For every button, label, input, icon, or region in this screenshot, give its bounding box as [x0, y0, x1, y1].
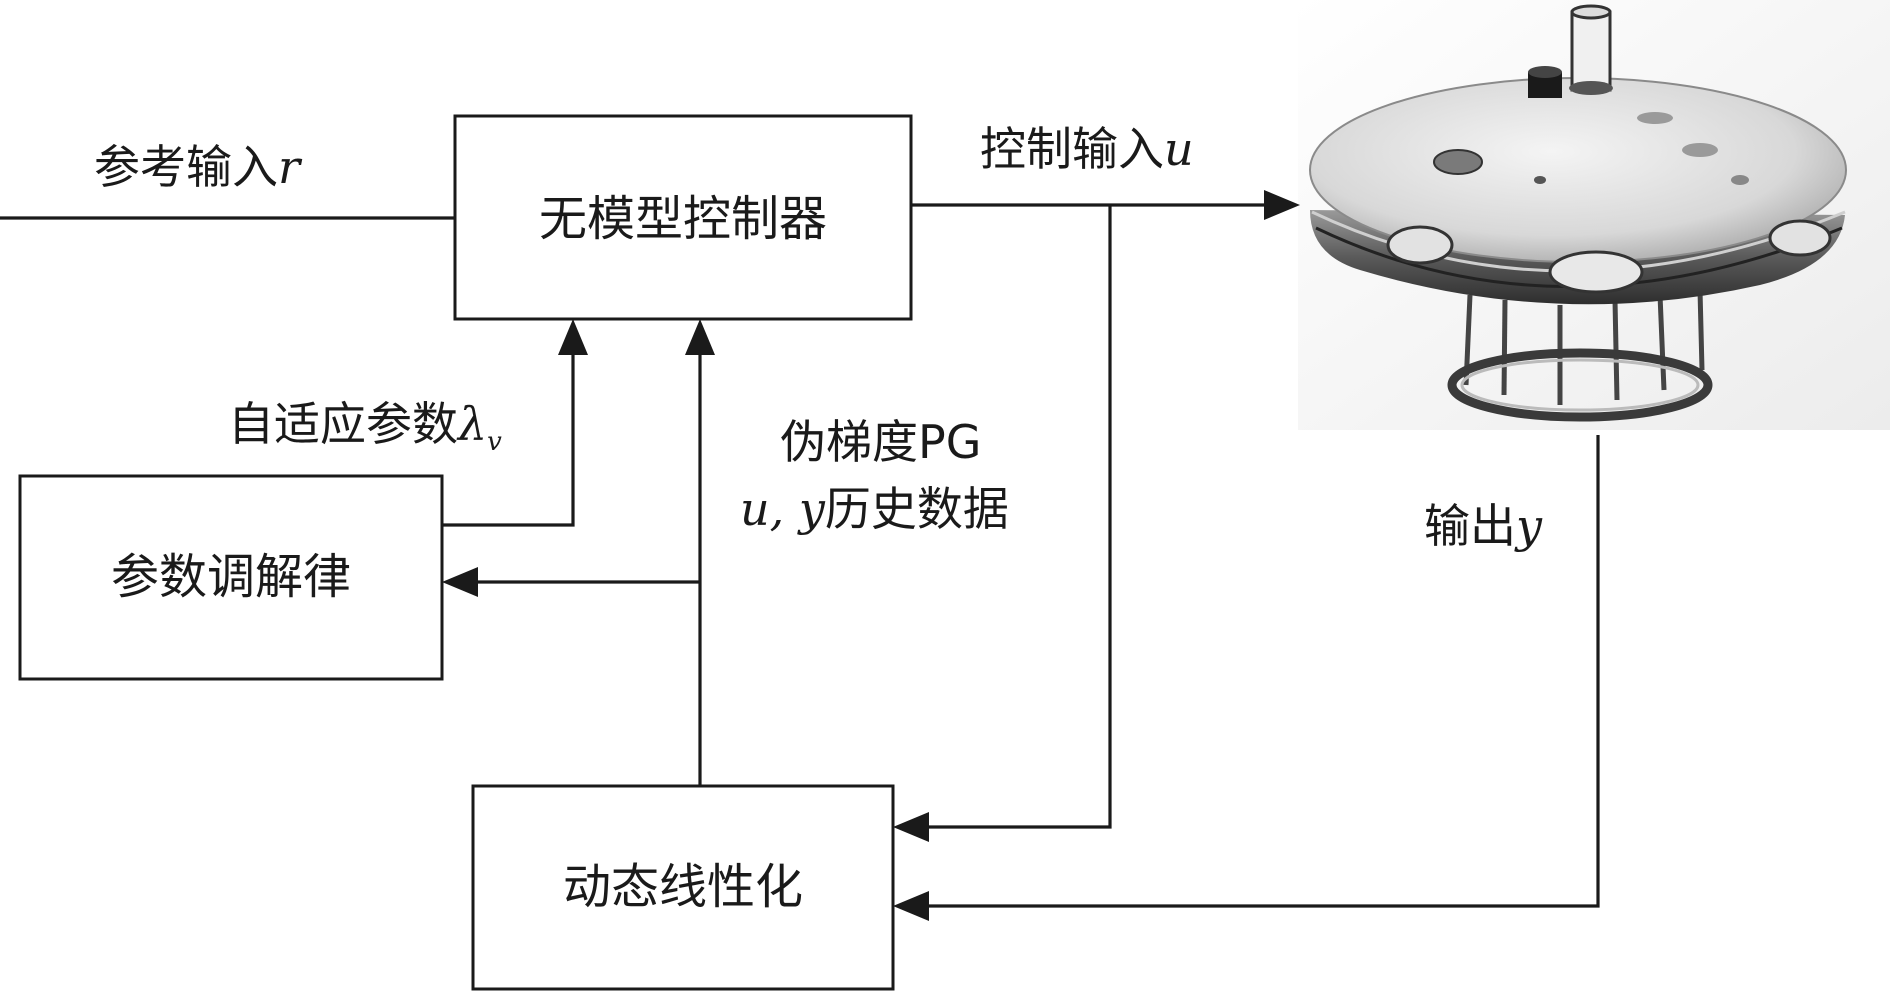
- controller-block: [453, 114, 913, 321]
- pseudo-gradient-label: 伪梯度PG: [780, 415, 981, 469]
- linearization-label: 动态线性化: [563, 859, 803, 915]
- output-feedback-line: [918, 435, 1600, 908]
- output-label: 输出y: [1424, 499, 1543, 553]
- tuning-law-block: [18, 474, 444, 681]
- adaptive-param-arrowhead: [558, 319, 588, 355]
- control-input-label: 控制输入u: [980, 122, 1194, 176]
- adaptive-param-line: [442, 344, 575, 527]
- history-data-label: u, y历史数据: [740, 482, 1009, 536]
- pg-to-tuning-arrowhead: [442, 567, 478, 597]
- control-input-arrowhead: [1264, 190, 1300, 220]
- control-to-linearization-line: [918, 205, 1112, 829]
- reference-label: 参考输入r: [94, 140, 303, 194]
- pg-to-controller-arrowhead: [685, 319, 715, 355]
- underwater-vehicle-icon: [1309, 4, 1847, 422]
- control-to-linearization-arrowhead: [893, 812, 929, 842]
- plant-image: [1298, 0, 1890, 430]
- linearization-block: [471, 784, 895, 991]
- controller-label: 无模型控制器: [539, 191, 827, 247]
- output-feedback-arrowhead: [893, 891, 929, 921]
- adaptive-param-label: 自适应参数λv: [228, 397, 502, 457]
- tuning-law-label: 参数调解律: [111, 549, 351, 605]
